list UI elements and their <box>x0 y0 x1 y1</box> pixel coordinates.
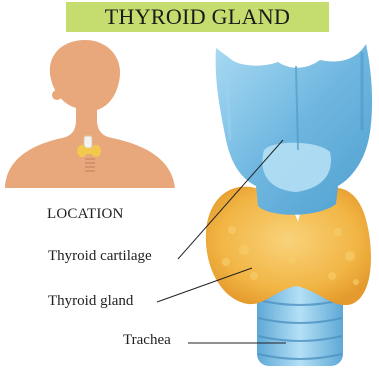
thyroid-gland-label: Thyroid gland <box>48 293 133 310</box>
trachea-label: Trachea <box>123 332 171 349</box>
human-silhouette <box>5 40 175 188</box>
thyroid-cartilage-label: Thyroid cartilage <box>48 248 152 265</box>
location-label: LOCATION <box>47 206 124 223</box>
